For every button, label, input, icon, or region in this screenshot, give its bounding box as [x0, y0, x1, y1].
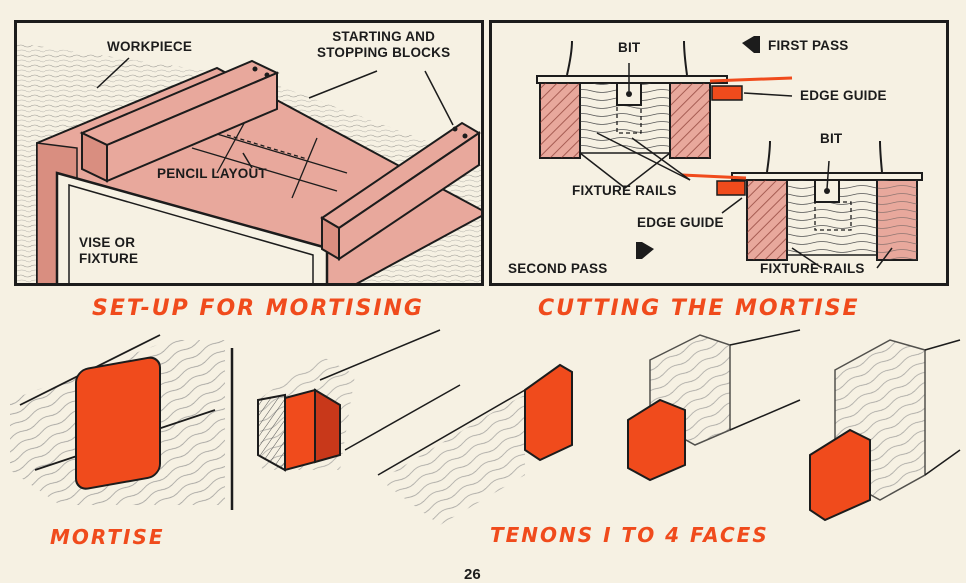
edge-guide-label-2: EDGE GUIDE — [637, 215, 724, 231]
page-number: 26 — [464, 566, 481, 583]
bit-label-1: BIT — [618, 40, 640, 56]
tenons-caption: TENONS I TO 4 FACES — [490, 523, 769, 547]
workpiece-label: WORKPIECE — [107, 39, 192, 55]
tenon-four-faces — [810, 340, 960, 520]
vise-label: VISE OR FIXTURE — [79, 235, 138, 267]
edge-guide-1 — [712, 86, 742, 100]
tenon-one-face — [258, 330, 460, 470]
bit-label-2: BIT — [820, 131, 842, 147]
first-pass-arrow — [742, 36, 754, 53]
tenon-three-faces — [628, 330, 800, 480]
cutting-panel: BIT FIRST PASS EDGE GUIDE FIXTURE RAILS … — [489, 20, 949, 286]
first-pass-setup — [537, 41, 792, 188]
setup-panel: WORKPIECE STARTING AND STOPPING BLOCKS P… — [14, 20, 484, 286]
second-pass-label: SECOND PASS — [508, 261, 607, 277]
fixture-rails-label-2: FIXTURE RAILS — [760, 261, 865, 277]
edge-guide-label-1: EDGE GUIDE — [800, 88, 887, 104]
pencil-layout-label: PENCIL LAYOUT — [157, 166, 267, 182]
cutting-caption: CUTTING THE MORTISE — [538, 296, 860, 321]
second-pass-setup — [682, 141, 922, 260]
first-pass-label: FIRST PASS — [768, 38, 849, 54]
cutting-illustration — [492, 23, 949, 286]
edge-guide-2 — [717, 181, 745, 195]
setup-caption: SET-UP FOR MORTISING — [92, 296, 424, 321]
tenon-two-faces — [378, 365, 572, 525]
fixture-rails-label-1: FIXTURE RAILS — [572, 183, 677, 199]
mortise-illustration — [10, 335, 232, 510]
second-pass-arrow — [642, 242, 654, 259]
mortise-caption: MORTISE — [50, 525, 165, 549]
blocks-label: STARTING AND STOPPING BLOCKS — [317, 29, 450, 61]
